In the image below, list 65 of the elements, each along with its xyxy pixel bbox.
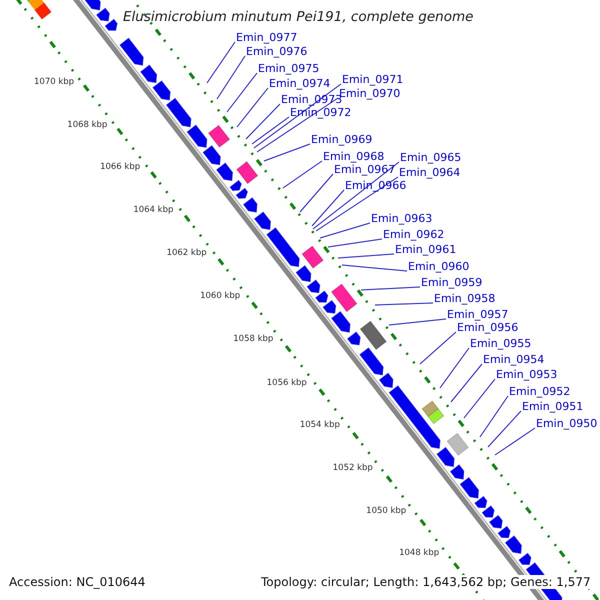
- gene-label: Emin_0957: [447, 308, 508, 321]
- gene-label: Emin_0977: [236, 31, 298, 44]
- map-title: Elusimicrobium minutum Pei191, complete genome: [123, 9, 474, 25]
- scale-tick-label: 1062 kbp: [166, 248, 207, 258]
- scale-tick-label: 1054 kbp: [300, 420, 340, 430]
- leader-line: [246, 104, 280, 140]
- gene-label: Emin_0955: [470, 337, 532, 350]
- leader-line: [264, 144, 310, 162]
- gene-label: Emin_0975: [258, 62, 320, 75]
- leader-line: [216, 56, 246, 100]
- gene-label: Emin_0961: [395, 243, 456, 256]
- leader-line: [236, 88, 268, 128]
- leader-line: [480, 396, 508, 438]
- leader-line: [312, 162, 400, 230]
- gene-label: Emin_0974: [269, 77, 330, 90]
- leader-line: [464, 378, 496, 418]
- gene-label: Emin_0954: [483, 353, 544, 366]
- leader-line: [328, 238, 382, 248]
- leader-line: [440, 348, 470, 388]
- gene-label: Emin_0953: [496, 368, 558, 381]
- gene-label: Emin_0971: [342, 73, 404, 86]
- scale-tick-label: 1056 kbp: [266, 378, 307, 388]
- scale-tick-label: 1068 kbp: [67, 120, 108, 130]
- leader-line: [252, 116, 290, 144]
- leader-line: [450, 364, 482, 402]
- leader-line: [388, 318, 446, 326]
- gene-label: Emin_0952: [509, 385, 570, 398]
- leader-line: [420, 332, 456, 364]
- map-info-text: Accession: NC_010644: [9, 575, 146, 589]
- leader-line: [374, 302, 434, 306]
- leader-line: [494, 428, 536, 456]
- scale-tick-label: 1064 kbp: [133, 205, 174, 216]
- leader-line: [282, 160, 322, 188]
- gene-label: Emin_0969: [311, 133, 372, 146]
- gene-label: Emin_0963: [371, 212, 432, 225]
- scale-tick-label: 1048 kbp: [399, 548, 440, 558]
- scale-tick-label: 1060 kbp: [200, 291, 240, 302]
- leader-line: [488, 410, 522, 448]
- leader-line: [320, 222, 370, 238]
- gene-label: Emin_0959: [421, 276, 482, 289]
- scale-tick-label: 1050 kbp: [366, 506, 406, 516]
- gene-label: Emin_0962: [383, 228, 444, 241]
- gene-label: Emin_0956: [457, 321, 518, 334]
- scale-tick-label: 1066 kbp: [100, 162, 140, 172]
- gene-label: Emin_0958: [434, 292, 496, 305]
- scale-tick-label: 1052 kbp: [332, 462, 373, 473]
- gene-label: Emin_0965: [400, 151, 462, 164]
- map-info-text: Topology: circular; Length: 1,643,562 bp; Genes: 1,577: [261, 575, 591, 589]
- leader-line: [342, 264, 408, 272]
- gene-label: Emin_0950: [536, 417, 598, 430]
- leader-line: [338, 254, 394, 258]
- leader-line: [300, 174, 334, 212]
- gene-label: Emin_0970: [339, 87, 400, 100]
- gene-label: Emin_0968: [323, 150, 384, 163]
- gene-label: Emin_0951: [522, 400, 584, 413]
- leader-line: [360, 286, 420, 290]
- gene-label: Emin_0964: [399, 166, 460, 179]
- leader-line: [254, 84, 342, 148]
- scale-tick-label: 1070 kbp: [34, 77, 74, 88]
- gene-label: Emin_0976: [246, 45, 308, 58]
- leader-line: [206, 42, 236, 84]
- leader-line: [312, 190, 344, 226]
- leader-line: [226, 72, 258, 112]
- gene-label: Emin_0960: [408, 260, 470, 273]
- scale-tick-label: 1058 kbp: [233, 334, 274, 344]
